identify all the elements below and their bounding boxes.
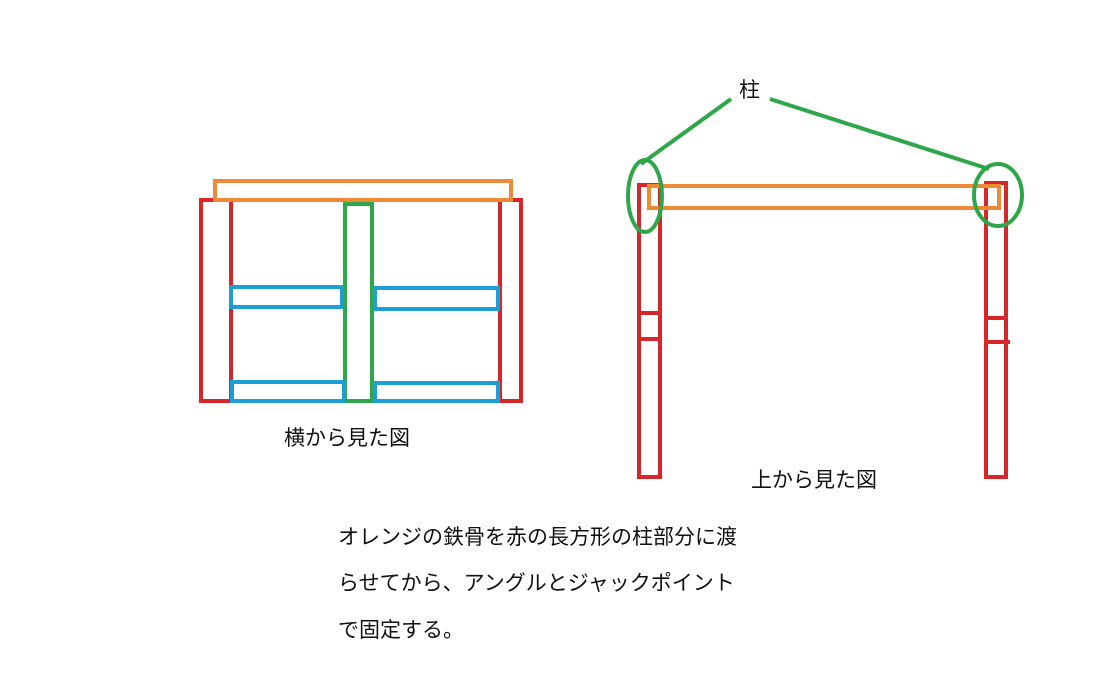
side-angle-lower-left	[230, 380, 346, 403]
top-view-caption: 上から見た図	[751, 468, 877, 492]
note-line: オレンジの鉄骨を赤の長方形の柱部分に渡	[338, 525, 737, 549]
pillar-leader-right	[769, 97, 990, 171]
side-center-jack-post	[343, 202, 374, 403]
side-angle-upper-right	[373, 286, 500, 311]
side-view	[199, 179, 523, 403]
top-view	[626, 97, 1024, 479]
side-angle-upper-left	[229, 285, 344, 309]
top-left-pillar-highlight	[626, 158, 664, 234]
side-left-pillar	[199, 198, 233, 403]
side-right-pillar	[498, 198, 523, 403]
top-steel-beam	[647, 184, 1001, 210]
side-top-steel-beam	[213, 179, 513, 202]
side-view-caption: 横から見た図	[284, 426, 410, 450]
note-line: らせてから、アングルとジャックポイント	[338, 571, 735, 595]
pillar-leader-left	[639, 97, 733, 166]
pillar-label: 柱	[739, 78, 760, 102]
side-angle-lower-right	[373, 381, 500, 403]
top-right-pillar-highlight	[972, 162, 1024, 228]
note-line: で固定する。	[338, 618, 464, 642]
top-right-pillar	[984, 181, 1008, 479]
